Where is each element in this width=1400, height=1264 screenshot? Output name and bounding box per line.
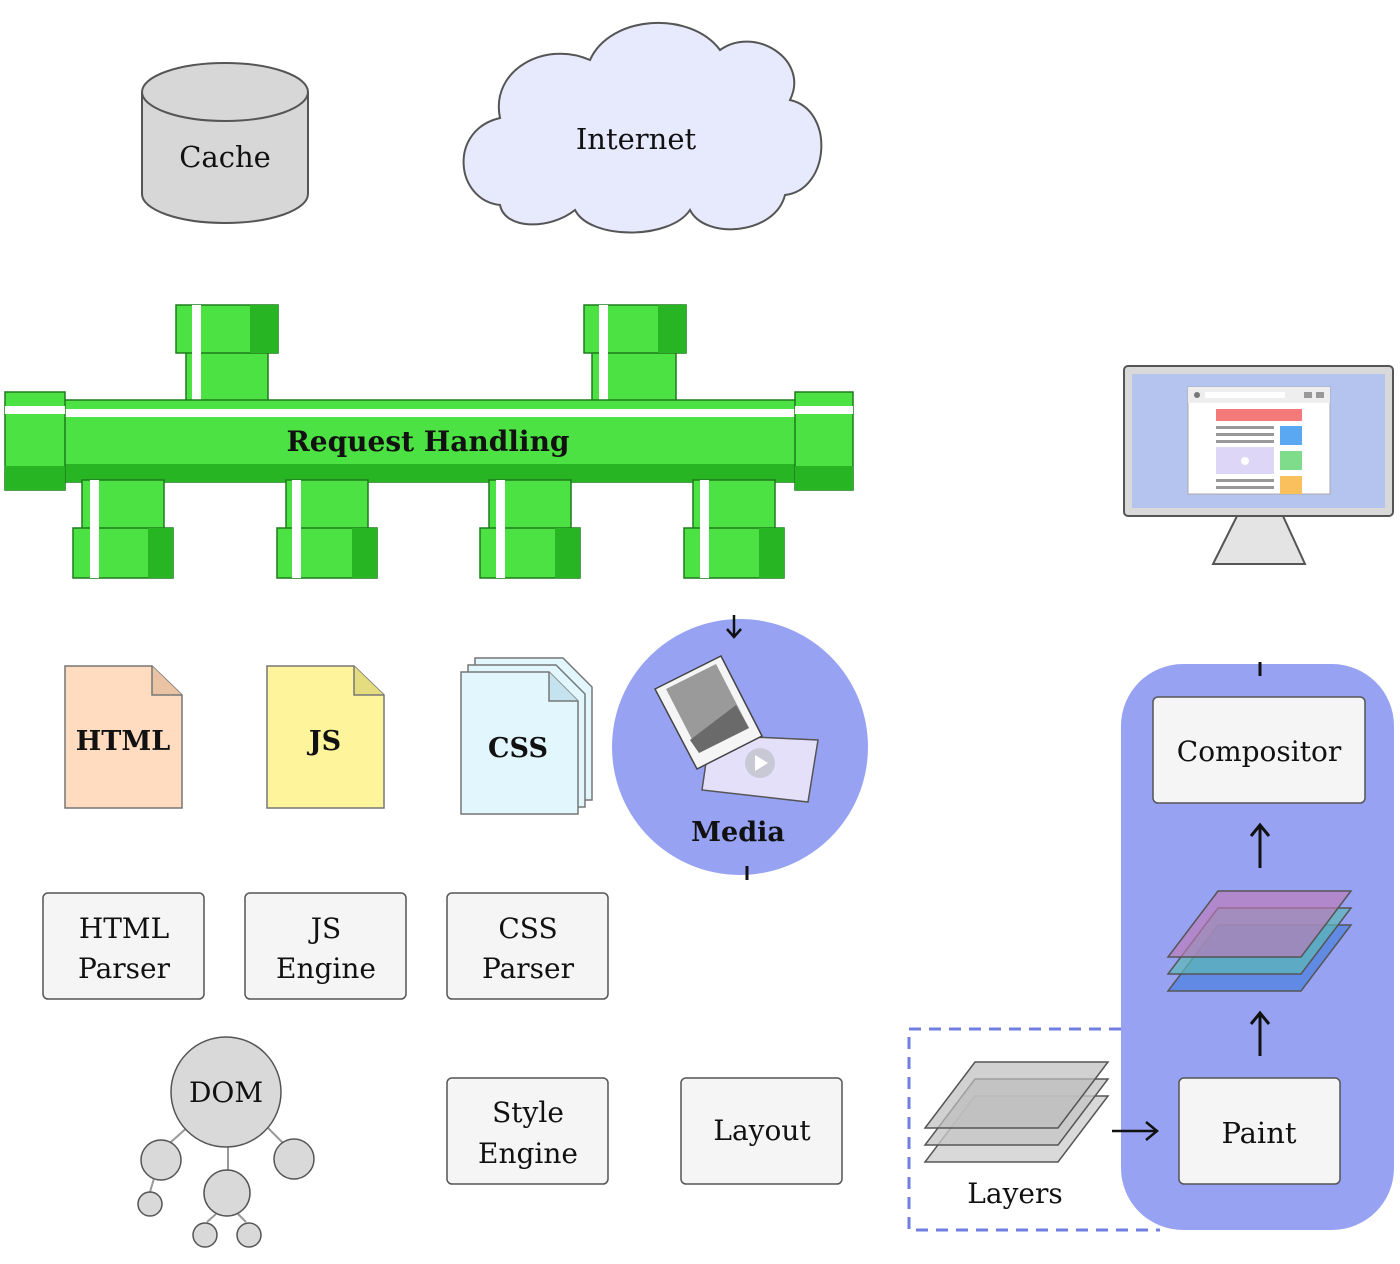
dom-label: DOM	[189, 1076, 263, 1109]
js-file-icon: JS	[266, 665, 385, 809]
compositor-label: Compositor	[1177, 735, 1342, 768]
layout-box: Layout	[680, 1077, 843, 1185]
html-file-label: HTML	[76, 726, 170, 757]
js-engine-box: JS Engine	[244, 892, 407, 1000]
layout-label: Layout	[713, 1114, 811, 1147]
paint-label: Paint	[1221, 1116, 1296, 1150]
style-engine-line1: Style	[492, 1096, 564, 1129]
cache-database-icon: Cache	[141, 62, 309, 224]
composited-layers-icon	[1166, 890, 1353, 992]
dom-tree-icon: DOM	[137, 1036, 315, 1248]
arrow-layers-to-paint	[1112, 1121, 1159, 1141]
css-parser-line1: CSS	[498, 912, 557, 945]
paint-box: Paint	[1178, 1077, 1341, 1185]
css-parser-line2: Parser	[482, 952, 575, 985]
media-label: Media	[691, 817, 785, 848]
html-file-icon: HTML	[64, 665, 183, 809]
css-file-label: CSS	[488, 733, 548, 764]
js-engine-line2: Engine	[276, 952, 376, 985]
request-handling-pipe: Request Handling	[4, 304, 854, 579]
compositor-box: Compositor	[1152, 696, 1366, 804]
css-files-icon: CSS	[460, 657, 593, 815]
arrow-layers-to-compositor	[1249, 822, 1271, 868]
layers-label: Layers	[967, 1177, 1062, 1210]
html-parser-box: HTML Parser	[42, 892, 205, 1000]
js-file-label: JS	[307, 726, 341, 757]
cache-label: Cache	[179, 140, 271, 174]
html-parser-line2: Parser	[78, 952, 171, 985]
media-circle: Media	[612, 615, 868, 880]
internet-label: Internet	[576, 122, 697, 156]
js-engine-line1: JS	[308, 912, 341, 945]
request-handling-label: Request Handling	[286, 425, 569, 458]
media-photos-icon	[653, 654, 819, 803]
layers-stack-icon	[923, 1061, 1110, 1163]
style-engine-line2: Engine	[478, 1137, 578, 1170]
css-parser-box: CSS Parser	[446, 892, 609, 1000]
monitor-icon	[1123, 365, 1394, 565]
layers-region: Layers	[907, 1027, 1160, 1232]
style-engine-box: Style Engine	[446, 1077, 609, 1185]
html-parser-line1: HTML	[79, 912, 169, 945]
internet-cloud-icon: Internet	[462, 21, 823, 234]
arrow-paint-to-layers	[1249, 1010, 1271, 1056]
